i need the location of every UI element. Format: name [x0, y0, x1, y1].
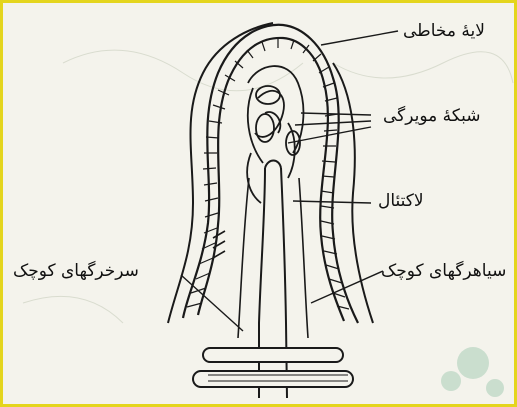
capillary-network: [247, 66, 303, 203]
label-mucosa: لایهٔ مخاطی: [403, 23, 485, 40]
label-lacteal: لاکتئال: [378, 193, 424, 210]
label-small-arteries: سرخرگهای کوچک: [13, 263, 139, 280]
label-small-veins: سیاهرگهای کوچک: [381, 263, 506, 280]
villus-diagram: [3, 3, 514, 404]
villus-outer-wall: [183, 25, 358, 323]
corner-watermark: [441, 347, 504, 397]
label-capillary-network: شبکهٔ مویرگی: [383, 108, 481, 125]
base-vessels: [193, 348, 353, 387]
